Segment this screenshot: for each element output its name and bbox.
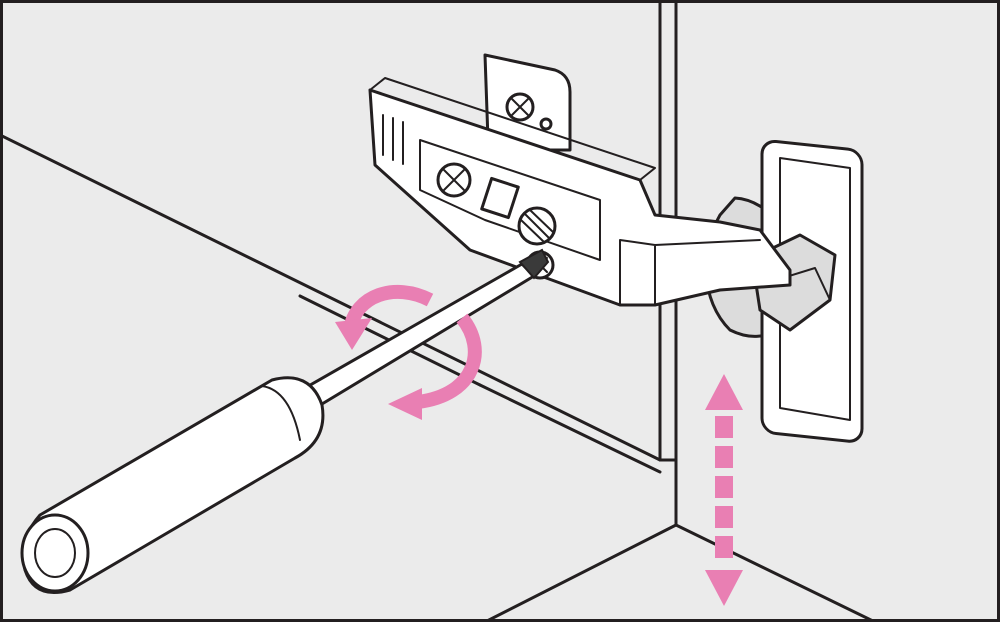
shelf-lower-line [478, 383, 662, 474]
move-dash-1 [715, 416, 733, 438]
screwdriver-tip [518, 248, 550, 280]
hinge-arm-top-face [369, 77, 656, 181]
move-dash-2 [715, 446, 733, 468]
depth-screw-cross [443, 169, 465, 191]
rotate-arrowhead-lower [388, 388, 422, 420]
rotate-arrow-upper [343, 285, 434, 332]
screwdriver [20, 248, 550, 594]
handle-end-ring [34, 528, 76, 578]
shelf-back-line [0, 133, 678, 462]
adjust-window [480, 176, 520, 220]
door-mounting-plate [704, 139, 864, 443]
handle-collar-line [261, 385, 301, 441]
floor-back-line [483, 523, 678, 622]
cam-screw-thread [520, 209, 554, 243]
hinge-arm [368, 53, 792, 307]
move-arrowhead-up [705, 374, 743, 410]
floor-side-line [674, 523, 877, 622]
move-dash-4 [715, 506, 733, 528]
hinge-arm-body [368, 88, 792, 307]
wall-plate-hole [539, 117, 553, 131]
move-dash-5 [715, 536, 733, 558]
double-arrow-vertical-icon [705, 374, 743, 606]
rotate-arrow-lower [416, 313, 482, 409]
handle-end-cap [20, 513, 90, 593]
rotate-arrows-icon [335, 285, 482, 420]
cabinet [0, 0, 877, 622]
rotate-arrowhead-upper [335, 318, 372, 350]
wall-plate-screw-cross [511, 98, 529, 116]
move-dash-3 [715, 476, 733, 498]
hinge-arm-knuckle [619, 239, 761, 306]
move-arrowhead-down [705, 570, 743, 606]
